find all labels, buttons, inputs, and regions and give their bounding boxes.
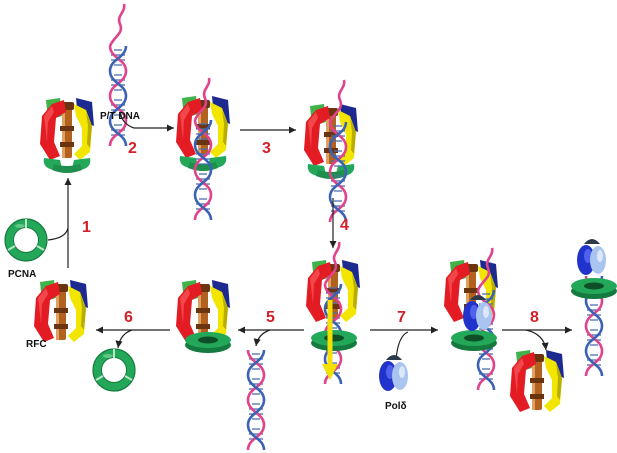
step-2-number: 2 xyxy=(128,140,137,157)
dna-release-arrow xyxy=(253,329,271,347)
released-pcna-ring-icon xyxy=(93,349,135,391)
step-4-number: 4 xyxy=(340,217,349,234)
primer-template-dna-icon xyxy=(110,4,126,146)
dna-binding-arrow xyxy=(119,111,135,129)
step-1-number: 1 xyxy=(82,219,91,236)
pcna-merge-arrow xyxy=(47,227,69,241)
loaded-pcna-icon xyxy=(311,330,357,351)
product-pol-delta-icon xyxy=(577,239,606,275)
step-7-number: 7 xyxy=(397,309,406,326)
step-6-number: 6 xyxy=(124,309,133,326)
pcna-with-pol-icon xyxy=(451,330,497,351)
polymerase-delta-icon xyxy=(379,355,408,391)
pol-binding-arrow xyxy=(395,331,409,361)
closed-pcna-icon xyxy=(185,332,231,353)
product-pcna-icon xyxy=(571,278,617,299)
rfc-complex-icon xyxy=(34,280,88,342)
step-3-number: 3 xyxy=(262,140,271,157)
pcna-release-arrow xyxy=(115,329,133,349)
pcna-ring-icon xyxy=(5,219,47,261)
released-rfc-icon xyxy=(510,350,564,412)
step-8-number: 8 xyxy=(530,309,539,326)
pol-delta-label: Polδ xyxy=(385,401,407,412)
pcna-label: PCNA xyxy=(8,269,36,280)
pt-dna-label: P/T DNA xyxy=(100,111,140,122)
rfc-pcna-complex-icon xyxy=(40,98,94,173)
release-arrow-head xyxy=(322,364,338,380)
rfc-label: RFC xyxy=(26,339,47,350)
step-5-number: 5 xyxy=(266,309,275,326)
released-dna-icon xyxy=(246,348,266,452)
rfc-release-arrow xyxy=(525,329,549,351)
